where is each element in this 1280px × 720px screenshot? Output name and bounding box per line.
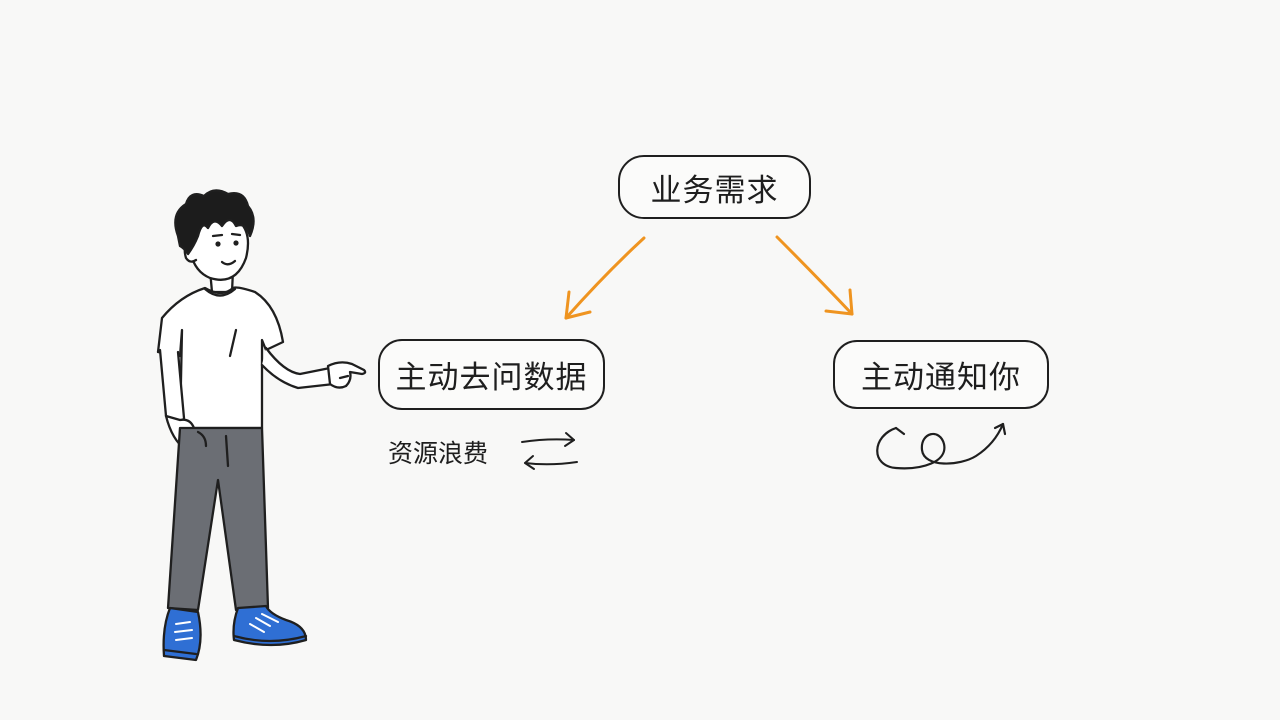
- person-pointing-hand: [326, 361, 367, 389]
- person-hair: [174, 189, 255, 256]
- loop-arrow-icon: [876, 422, 1007, 470]
- swap-arrows-icon: [521, 432, 578, 470]
- node-business-requirement: 业务需求: [618, 155, 811, 219]
- note-resource-waste-label: 资源浪费: [388, 439, 489, 468]
- person-shirt: [156, 286, 285, 430]
- node-business-requirement-label: 业务需求: [650, 172, 779, 209]
- person-left-shoe: [162, 606, 202, 662]
- person-pointing-illustration: [156, 189, 367, 662]
- arrow-to-left-node: [564, 236, 646, 320]
- person-pointing-arm: [260, 346, 336, 390]
- node-notify-actively: 主动通知你: [833, 340, 1049, 409]
- note-resource-waste: 资源浪费: [388, 434, 488, 470]
- node-ask-data-actively-label: 主动去问数据: [395, 360, 588, 396]
- node-ask-data-actively: 主动去问数据: [378, 339, 605, 410]
- person-pants: [166, 426, 270, 612]
- arrow-to-right-node: [775, 235, 854, 316]
- node-notify-actively-label: 主动通知你: [861, 360, 1021, 396]
